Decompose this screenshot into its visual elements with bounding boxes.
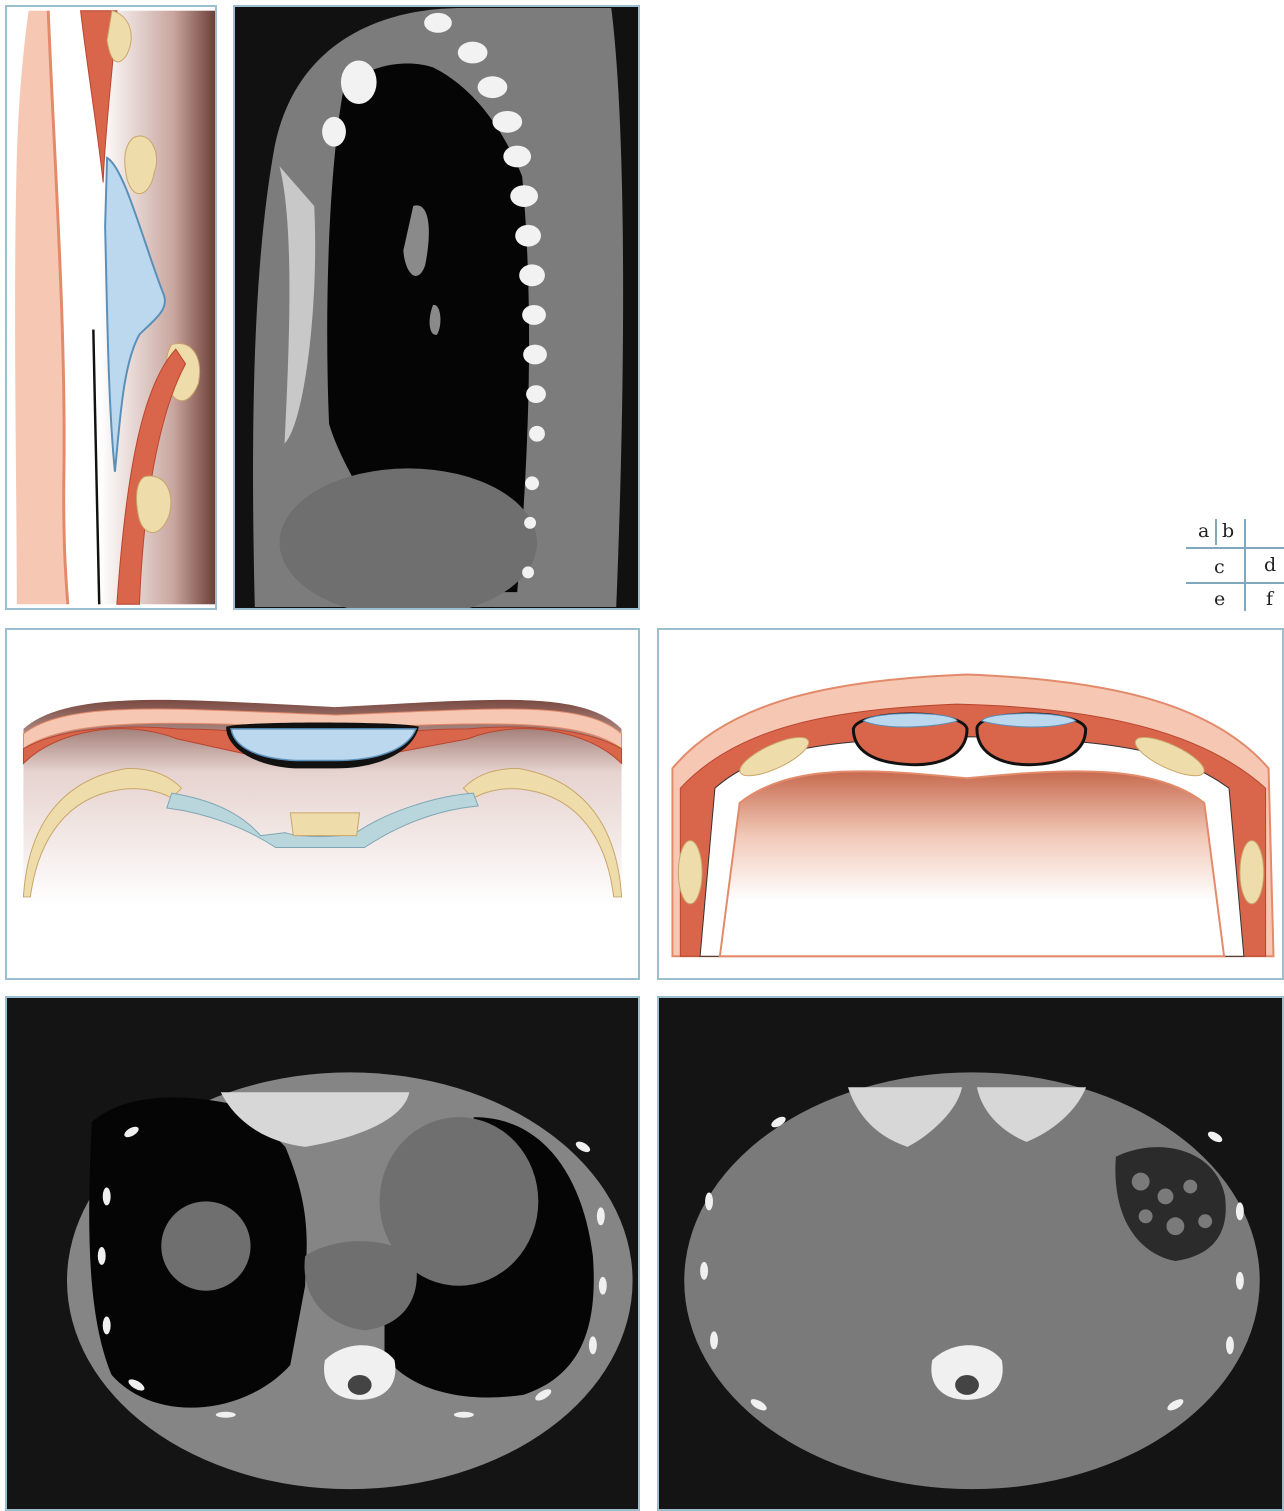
panel-layout-key: a b c d e f <box>1186 517 1284 611</box>
key-divider-v1 <box>1215 519 1217 545</box>
key-label-f: f <box>1266 589 1273 609</box>
key-label-e: e <box>1214 589 1225 609</box>
sagittal-ct-image <box>235 7 638 608</box>
axial-normal-schematic-illustration <box>659 630 1282 978</box>
axial-ct-abdomen-image <box>659 998 1282 1509</box>
axial-cyst-schematic-illustration <box>7 630 638 978</box>
key-label-b: b <box>1222 521 1234 541</box>
sagittal-schematic-illustration <box>7 7 215 608</box>
panel-e-axial-ct <box>5 996 640 1511</box>
key-label-d: d <box>1264 555 1276 575</box>
axial-ct-cyst-image <box>7 998 638 1509</box>
key-divider-h1 <box>1186 547 1284 549</box>
panel-f-axial-ct <box>657 996 1284 1511</box>
key-label-c: c <box>1214 557 1225 577</box>
panel-b-sagittal-ct <box>233 5 640 610</box>
panel-a-sagittal-schematic <box>5 5 217 610</box>
panel-d-axial-schematic <box>657 628 1284 980</box>
panel-c-axial-schematic <box>5 628 640 980</box>
key-divider-h2 <box>1186 582 1284 584</box>
key-divider-v2 <box>1244 519 1246 611</box>
key-label-a: a <box>1198 521 1209 541</box>
